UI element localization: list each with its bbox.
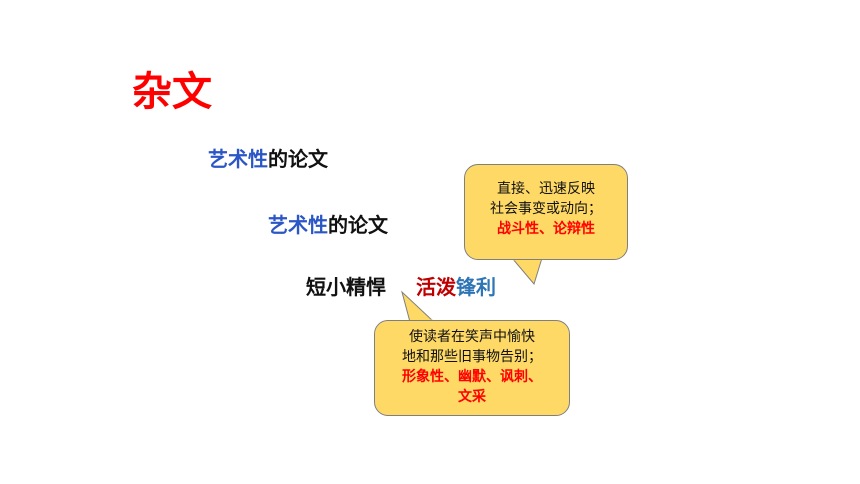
callout-sharp: 直接、迅速反映 社会事变或动向； 战斗性、论辩性	[464, 164, 628, 260]
feature-lively: 活泼	[416, 275, 456, 299]
text-line-features: 短小精悍 活泼锋利	[306, 274, 496, 300]
callout-lively: 使读者在笑声中愉快 地和那些旧事物告别； 形象性、幽默、讽刺、 文采	[374, 320, 570, 416]
callout-1-line-2: 社会事变或动向；	[490, 201, 602, 217]
text-line-artistic-essay-2: 艺术性的论文	[268, 212, 388, 238]
callout-1-line-1: 直接、迅速反映	[497, 181, 595, 197]
highlight-artistic: 艺术性	[268, 213, 328, 237]
slide-title: 杂文	[132, 69, 212, 115]
feature-sharp: 锋利	[456, 275, 496, 299]
essay-text: 的论文	[328, 213, 388, 237]
feature-concise: 短小精悍	[306, 275, 386, 299]
callout-2-line-1: 使读者在笑声中愉快	[409, 329, 535, 345]
callout-1-tail	[510, 257, 543, 286]
callout-2-tail	[401, 290, 436, 323]
callout-2-line-2: 地和那些旧事物告别；	[402, 349, 542, 365]
callout-2-emphasis-1: 形象性、幽默、讽刺、	[402, 369, 542, 385]
text-line-artistic-essay-1: 艺术性的论文	[208, 146, 328, 172]
highlight-artistic: 艺术性	[208, 147, 268, 171]
callout-2-emphasis-2: 文采	[458, 389, 486, 405]
essay-text: 的论文	[268, 147, 328, 171]
callout-1-emphasis: 战斗性、论辩性	[497, 221, 595, 237]
